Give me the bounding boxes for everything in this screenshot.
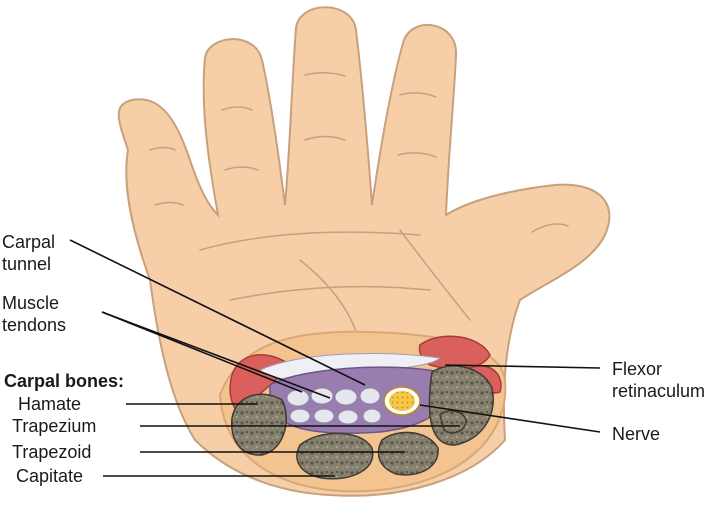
median-nerve — [383, 386, 421, 416]
bone-small — [439, 410, 467, 434]
leader-nerve — [419, 404, 601, 433]
bone-trapezoid — [377, 431, 439, 476]
carpal-bones — [231, 365, 494, 480]
label-nerve: Nerve — [612, 424, 661, 444]
bone-capitate — [296, 432, 374, 480]
label-muscle-tendons: Muscle tendons — [2, 293, 67, 335]
leader-tendons-a — [101, 311, 331, 399]
label-carpal-tunnel: Carpal tunnel — [2, 232, 56, 274]
bone-hamate — [231, 393, 287, 456]
leader-tendons-b — [101, 311, 303, 393]
leader-lines — [69, 239, 601, 477]
label-capitate: Capitate — [16, 466, 84, 486]
skin-creases — [149, 72, 569, 346]
label-flexor-retinaculum: Flexor retinaculum — [612, 359, 706, 401]
label-carpal-bones-heading: Carpal bones: — [4, 371, 125, 391]
label-trapezoid: Trapezoid — [12, 442, 92, 462]
muscle-tendons — [286, 387, 382, 425]
label-hamate: Hamate — [18, 394, 82, 414]
label-trapezium: Trapezium — [12, 416, 97, 436]
leader-flexor-retinaculum — [444, 364, 601, 369]
leader-carpal-tunnel — [69, 239, 366, 386]
